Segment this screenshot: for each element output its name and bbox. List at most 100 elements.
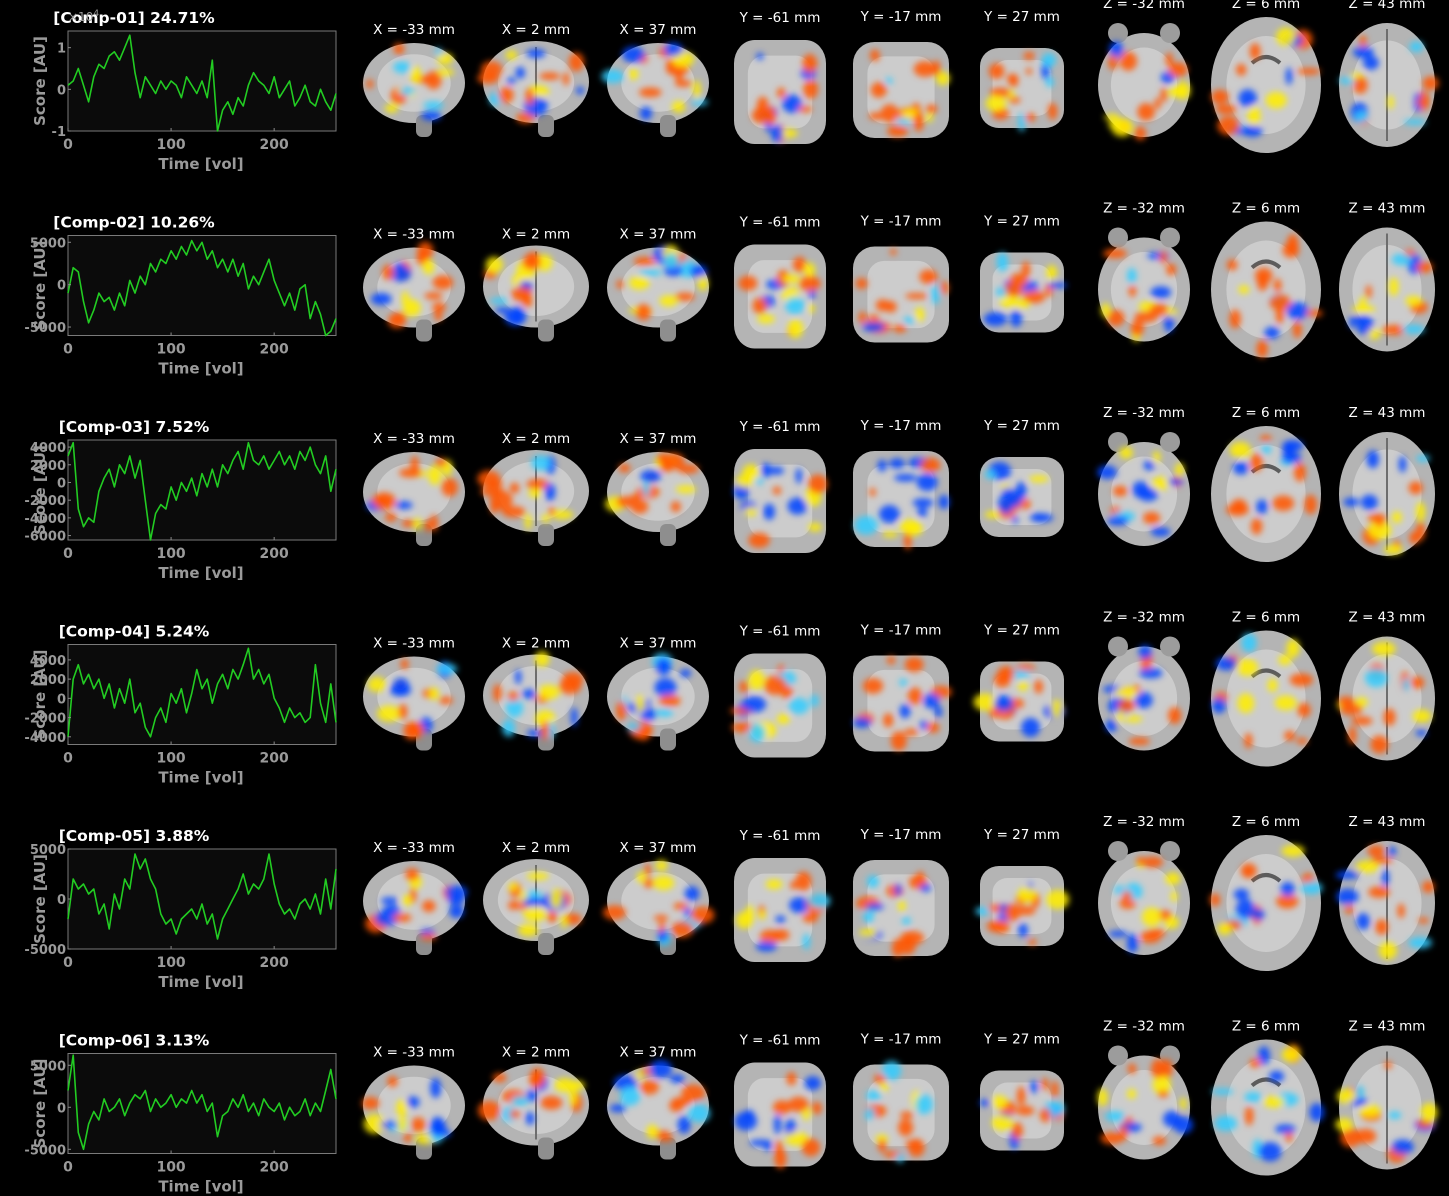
exponent-power: 4 (93, 9, 99, 19)
activation-cluster (502, 719, 516, 737)
activation-cluster (1211, 1088, 1234, 1095)
activation-cluster (522, 890, 543, 899)
activation-cluster (640, 708, 657, 721)
activation-cluster (917, 507, 928, 518)
activation-cluster (1217, 116, 1240, 136)
ventricle (1250, 668, 1282, 679)
activation-cluster (808, 522, 822, 532)
activation-cluster (449, 904, 464, 919)
activation-cluster (1233, 888, 1249, 901)
brainstem (538, 524, 554, 546)
activation-cluster (875, 299, 890, 312)
activation-cluster (862, 322, 885, 332)
activation-cluster (914, 307, 925, 322)
activation-cluster (1269, 294, 1291, 311)
activation-cluster (866, 875, 879, 888)
activation-cluster (756, 52, 764, 60)
slice-label: Y = -17 mm (860, 623, 942, 639)
activation-cluster (1243, 868, 1251, 877)
activation-cluster (1128, 737, 1151, 746)
activation-cluster (525, 87, 534, 106)
activation-cluster (792, 256, 807, 273)
activation-cluster (490, 297, 508, 304)
slice-label: Y = -17 mm (860, 827, 942, 843)
activation-cluster (1047, 282, 1068, 289)
activation-cluster (731, 722, 755, 733)
activation-cluster (432, 302, 446, 313)
activation-cluster (653, 915, 669, 921)
activation-cluster (1154, 97, 1161, 110)
activation-cluster (875, 1134, 889, 1143)
activation-cluster (919, 269, 938, 284)
activation-cluster (882, 531, 899, 538)
activation-cluster (691, 906, 715, 924)
activation-cluster (688, 1104, 711, 1123)
activation-cluster (1114, 885, 1125, 895)
activation-cluster (637, 725, 651, 741)
activation-cluster (885, 77, 893, 85)
activation-cluster (1276, 894, 1299, 909)
activation-cluster (402, 894, 412, 907)
activation-cluster (1241, 633, 1257, 653)
activation-cluster (675, 67, 683, 84)
activation-cluster (658, 921, 666, 933)
activation-cluster (1351, 716, 1373, 726)
activation-cluster (1250, 453, 1263, 472)
activation-cluster (1416, 98, 1428, 107)
activation-cluster (643, 878, 654, 888)
activation-cluster (1280, 882, 1295, 897)
activation-cluster (900, 930, 924, 946)
activation-cluster (398, 468, 422, 478)
y-axis-label: Score [AU] (31, 650, 49, 740)
activation-cluster (975, 906, 990, 916)
activation-map (868, 49, 950, 137)
activation-cluster (515, 669, 522, 685)
activation-cluster (1409, 41, 1424, 53)
plot-area (67, 1053, 337, 1154)
activation-cluster (926, 113, 934, 123)
activation-cluster (659, 694, 681, 707)
activation-map (855, 248, 949, 334)
activation-cluster (628, 68, 639, 80)
chart-title: [Comp-04] 5.24% (59, 623, 210, 641)
activation-cluster (511, 286, 532, 302)
activation-cluster (1152, 476, 1170, 491)
activation-map (738, 256, 821, 339)
activation-cluster (420, 933, 437, 941)
activation-cluster (742, 696, 767, 713)
temporal-pole (1160, 227, 1180, 248)
slice-label: Y = -17 mm (860, 214, 942, 230)
activation-cluster (869, 487, 876, 497)
activation-cluster (1134, 126, 1147, 141)
activation-cluster (367, 676, 386, 693)
activation-cluster (1366, 450, 1380, 469)
activation-cluster (991, 1115, 1014, 1131)
activation-cluster (441, 478, 458, 497)
activation-cluster (1300, 881, 1323, 895)
activation-cluster (1289, 673, 1314, 687)
activation-cluster (1139, 668, 1163, 679)
x-tick-label: 200 (260, 137, 289, 153)
y-tick-label: -6000 (24, 530, 66, 545)
activation-map (1104, 41, 1191, 141)
activation-cluster (1378, 942, 1397, 960)
activation-cluster (1119, 898, 1136, 909)
activation-cluster (870, 82, 887, 98)
activation-cluster (1261, 444, 1272, 454)
activation-map (361, 1076, 452, 1145)
activation-cluster (1306, 309, 1323, 317)
activation-cluster (752, 297, 768, 314)
y-tick-label: 4000 (30, 441, 66, 456)
white-matter (747, 464, 813, 538)
activation-cluster (1420, 1102, 1438, 1123)
white-matter (1110, 865, 1178, 941)
y-tick-label: -2000 (24, 494, 66, 509)
temporal-pole (1108, 841, 1128, 861)
activation-cluster (539, 72, 561, 80)
activation-cluster (996, 252, 1009, 272)
activation-cluster (880, 1082, 889, 1092)
activation-cluster (772, 486, 782, 495)
activation-cluster (636, 871, 646, 883)
activation-cluster (541, 514, 551, 523)
activation-cluster (436, 53, 454, 65)
